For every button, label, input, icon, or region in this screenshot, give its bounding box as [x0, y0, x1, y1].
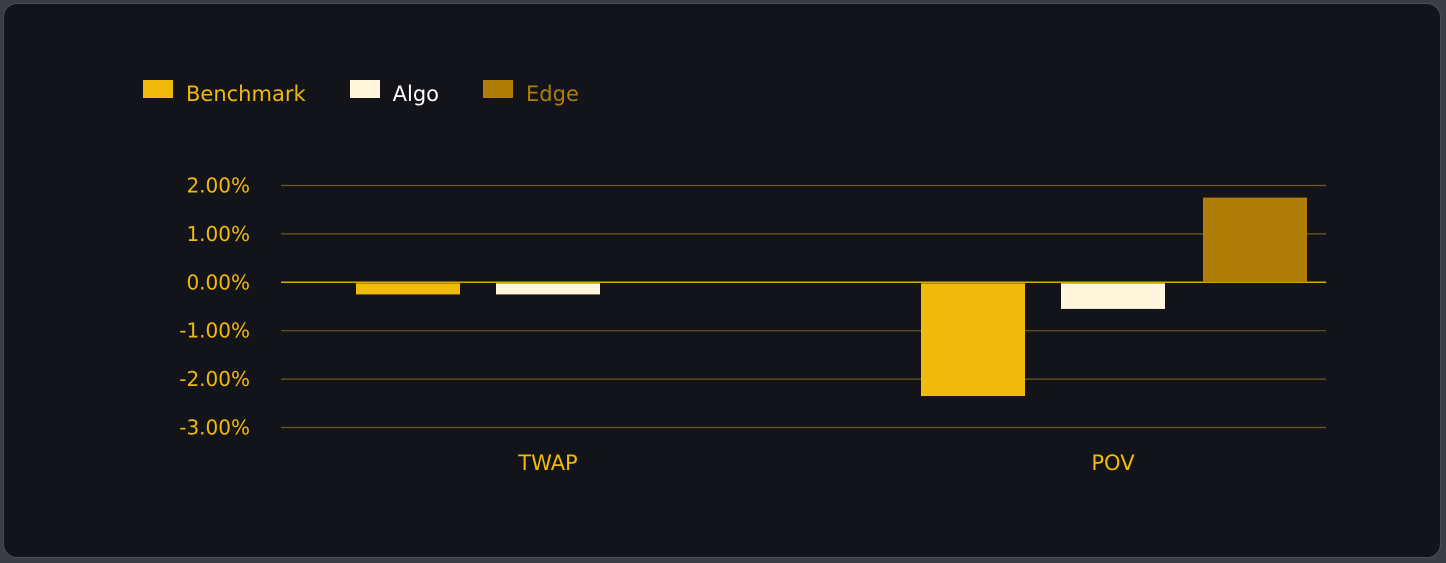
bar-benchmark-twap	[356, 283, 460, 295]
legend-label-benchmark: Benchmark	[186, 82, 306, 106]
bar-edge-pov	[1203, 197, 1307, 283]
bar-benchmark-pov	[921, 283, 1025, 397]
y-tick-label: 0.00%	[186, 270, 250, 294]
legend-item-edge[interactable]: Edge	[483, 76, 579, 106]
legend-item-algo[interactable]: Algo	[349, 76, 439, 106]
chart-legend: Benchmark Algo Edge	[143, 76, 623, 106]
bar-algo-pov	[1061, 283, 1165, 309]
bar-algo-twap	[496, 283, 600, 295]
y-tick-label: 2.00%	[186, 174, 250, 198]
y-tick-label: -1.00%	[179, 319, 250, 343]
x-category-label: TWAP	[517, 451, 577, 475]
legend-swatch-edge	[483, 80, 514, 98]
legend-swatch-algo	[349, 80, 380, 98]
x-category-label: POV	[1091, 451, 1135, 475]
chart-card: Benchmark Algo Edge	[3, 3, 1441, 558]
y-tick-label: -3.00%	[179, 416, 250, 440]
y-tick-label: -2.00%	[179, 367, 250, 391]
y-tick-label: 1.00%	[186, 222, 250, 246]
legend-label-algo: Algo	[392, 82, 440, 106]
legend-swatch-benchmark	[143, 80, 173, 98]
legend-item-benchmark[interactable]: Benchmark	[143, 76, 306, 106]
legend-label-edge: Edge	[526, 82, 579, 106]
